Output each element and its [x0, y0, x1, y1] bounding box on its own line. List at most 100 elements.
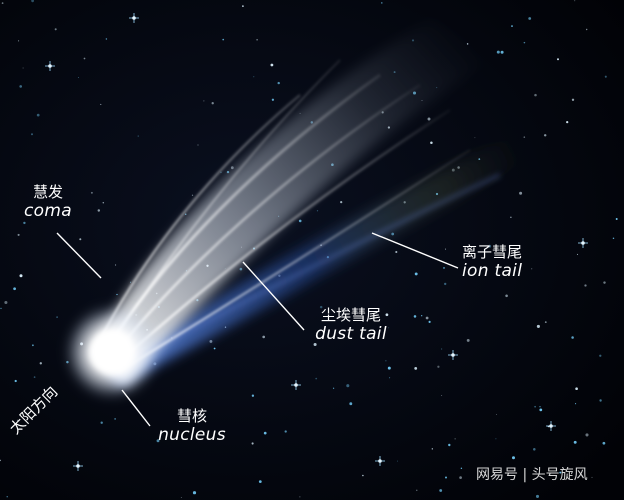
star	[413, 315, 417, 318]
star	[571, 98, 575, 101]
star	[137, 135, 139, 137]
star	[203, 100, 205, 102]
star	[444, 476, 448, 479]
dust-tail-label: 尘埃彗尾 dust tail	[305, 306, 397, 344]
star	[222, 38, 225, 41]
star	[332, 387, 335, 389]
star	[90, 191, 93, 194]
star	[100, 421, 103, 424]
star	[602, 441, 606, 445]
star	[102, 202, 105, 204]
star	[270, 63, 274, 67]
star	[251, 442, 254, 445]
star	[1, 2, 4, 4]
nucleus-label-en: nucleus	[158, 425, 226, 445]
star	[444, 282, 447, 286]
star	[381, 2, 383, 4]
star	[512, 456, 515, 460]
ion-tail-leader-line	[371, 232, 459, 269]
star	[54, 28, 57, 31]
star	[539, 408, 543, 412]
star	[19, 274, 23, 278]
dust-tail-label-zh: 尘埃彗尾	[320, 306, 381, 324]
star	[421, 315, 423, 317]
nucleus-leader-line	[121, 389, 151, 427]
star	[535, 494, 540, 498]
star	[586, 28, 588, 31]
star	[319, 305, 323, 309]
star	[226, 170, 230, 174]
star	[211, 102, 214, 105]
star	[414, 367, 418, 370]
star	[156, 439, 160, 443]
leader-lines	[56, 232, 459, 427]
star	[362, 474, 364, 477]
bright-star-core	[132, 16, 136, 20]
star	[298, 219, 302, 223]
star	[612, 237, 615, 240]
nucleus	[90, 330, 134, 374]
star	[430, 141, 433, 144]
star	[425, 316, 429, 320]
star	[460, 467, 463, 469]
star	[191, 194, 194, 196]
star	[496, 413, 497, 415]
star	[439, 489, 443, 492]
star	[23, 221, 26, 225]
star	[615, 218, 618, 220]
star	[345, 309, 346, 311]
star	[316, 210, 319, 212]
star	[31, 133, 33, 136]
coma-label: 慧发 coma	[20, 183, 76, 221]
star	[496, 50, 500, 54]
star	[258, 480, 262, 483]
coma-label-zh: 慧发	[32, 183, 63, 201]
star	[428, 320, 431, 323]
star	[574, 0, 576, 2]
star	[533, 448, 536, 451]
star	[116, 293, 118, 296]
star	[340, 200, 343, 204]
dust-tail	[90, 20, 500, 385]
star	[395, 250, 398, 254]
star	[100, 103, 102, 105]
star	[385, 360, 387, 362]
star	[573, 440, 577, 444]
star	[441, 348, 443, 350]
star	[488, 244, 492, 248]
coma-leader-line	[56, 232, 102, 279]
star	[230, 166, 234, 170]
star	[575, 403, 577, 405]
ion-tail-label-en: ion tail	[462, 261, 523, 281]
star	[539, 406, 541, 408]
star	[33, 376, 36, 378]
star	[253, 76, 255, 78]
star	[213, 347, 216, 350]
star	[6, 496, 8, 498]
star	[31, 0, 34, 3]
star	[510, 216, 512, 218]
bright-star-core	[378, 459, 382, 463]
nucleus-label-zh: 彗核	[176, 407, 207, 425]
star	[387, 366, 391, 370]
star	[454, 438, 456, 440]
star	[346, 384, 350, 388]
star	[566, 120, 569, 124]
star	[528, 17, 532, 20]
star	[443, 266, 445, 269]
bright-star-core	[76, 464, 80, 468]
star	[17, 233, 20, 236]
nucleus-label: 彗核 nucleus	[152, 407, 232, 445]
star	[0, 459, 1, 462]
star	[603, 281, 606, 284]
star	[396, 460, 398, 462]
bright-star-core	[549, 424, 553, 428]
star	[441, 394, 443, 396]
watermark: 网易号 | 头号旋风	[476, 467, 588, 483]
star	[256, 38, 258, 41]
star	[385, 313, 389, 317]
star	[544, 321, 547, 323]
star	[209, 339, 213, 343]
star	[495, 438, 497, 440]
